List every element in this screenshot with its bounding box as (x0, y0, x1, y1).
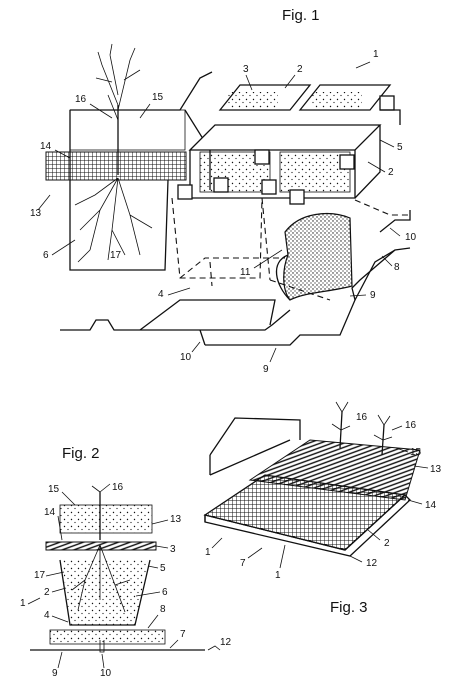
fig1-ref: 13 (30, 208, 42, 219)
fig3-plants (331, 401, 393, 456)
fig1-ref: 8 (394, 262, 400, 273)
fig1-ref: 9 (370, 290, 376, 301)
fig2-reference-numerals: 1 2 3 4 5 6 7 8 9 10 11 12 13 14 (20, 482, 232, 679)
fig2-ref: 2 (44, 587, 50, 598)
tree-illustration (74, 43, 153, 263)
fig1-base-tray (60, 210, 411, 346)
fig2-ref: 13 (170, 514, 182, 525)
fig2-ref: 4 (44, 610, 50, 621)
fig3-ref: 2 (384, 538, 390, 549)
fig1-ref: 10 (405, 232, 417, 243)
fig1-ref: 5 (397, 142, 403, 153)
fig2-ref: 10 (100, 668, 112, 679)
fig2-ref: 3 (170, 544, 176, 555)
fig2-ref: 1 (20, 598, 26, 609)
fig3-ref: 16 (356, 412, 368, 423)
fig1-ref: 16 (75, 94, 87, 105)
fig1-reference-numerals: 1 2 2 3 4 5 6 8 9 9 10 10 11 13 (30, 49, 417, 375)
fig2-ref: 12 (220, 637, 232, 648)
fig1-ref: 4 (158, 289, 164, 300)
fig1-ref: 9 (263, 364, 269, 375)
fig2-plant (71, 483, 131, 613)
fig1-ref: 14 (40, 141, 52, 152)
figure-1: Fig. 1 (30, 7, 417, 375)
fig1-ref: 11 (240, 267, 251, 278)
fig3-ref: 1 (275, 570, 281, 581)
fig1-ref: 2 (297, 64, 303, 75)
fig2-ref: 9 (52, 668, 58, 679)
figure-2: Fig. 2 1 2 3 4 5 6 7 8 (20, 445, 232, 679)
fig2-ref: 5 (160, 563, 166, 574)
fig1-ref: 17 (110, 250, 122, 261)
fig3-ref: 15 (410, 447, 422, 458)
fig1-soil-block (45, 71, 213, 271)
fig3-wall (209, 417, 301, 456)
fig1-ref: 2 (388, 167, 394, 178)
fig1-ref: 3 (243, 64, 249, 75)
fig3-ref: 13 (430, 464, 442, 475)
fig2-base (49, 629, 166, 645)
fig1-liner (275, 213, 353, 301)
fig2-ref: 14 (44, 507, 56, 518)
fig3-ref: 16 (405, 420, 417, 431)
fig1-modules (177, 84, 401, 205)
fig2-ref: 16 (112, 482, 124, 493)
fig2-ref: 8 (160, 604, 166, 615)
fig1-ref: 15 (152, 92, 164, 103)
fig2-ref: 17 (34, 570, 46, 581)
fig1-ref: 10 (180, 352, 192, 363)
fig3-ref: 7 (240, 558, 246, 569)
fig1-ref: 6 (43, 250, 49, 261)
fig2-top-soil (59, 504, 153, 534)
fig2-ref: 15 (48, 484, 60, 495)
fig3-reference-numerals: 1 1 2 7 12 13 14 15 16 16 (205, 412, 442, 581)
fig2-title: Fig. 2 (62, 445, 100, 462)
fig2-ref: 7 (180, 629, 186, 640)
fig3-ref: 1 (205, 547, 211, 558)
fig3-ref: 14 (425, 500, 437, 511)
fig3-ref: 12 (366, 558, 378, 569)
fig1-ref: 1 (373, 49, 379, 60)
fig3-title: Fig. 3 (330, 599, 368, 616)
fig1-title: Fig. 1 (282, 7, 320, 24)
fig2-ref: 6 (162, 587, 168, 598)
figure-3: Fig. 3 1 1 2 7 12 13 (203, 401, 442, 616)
